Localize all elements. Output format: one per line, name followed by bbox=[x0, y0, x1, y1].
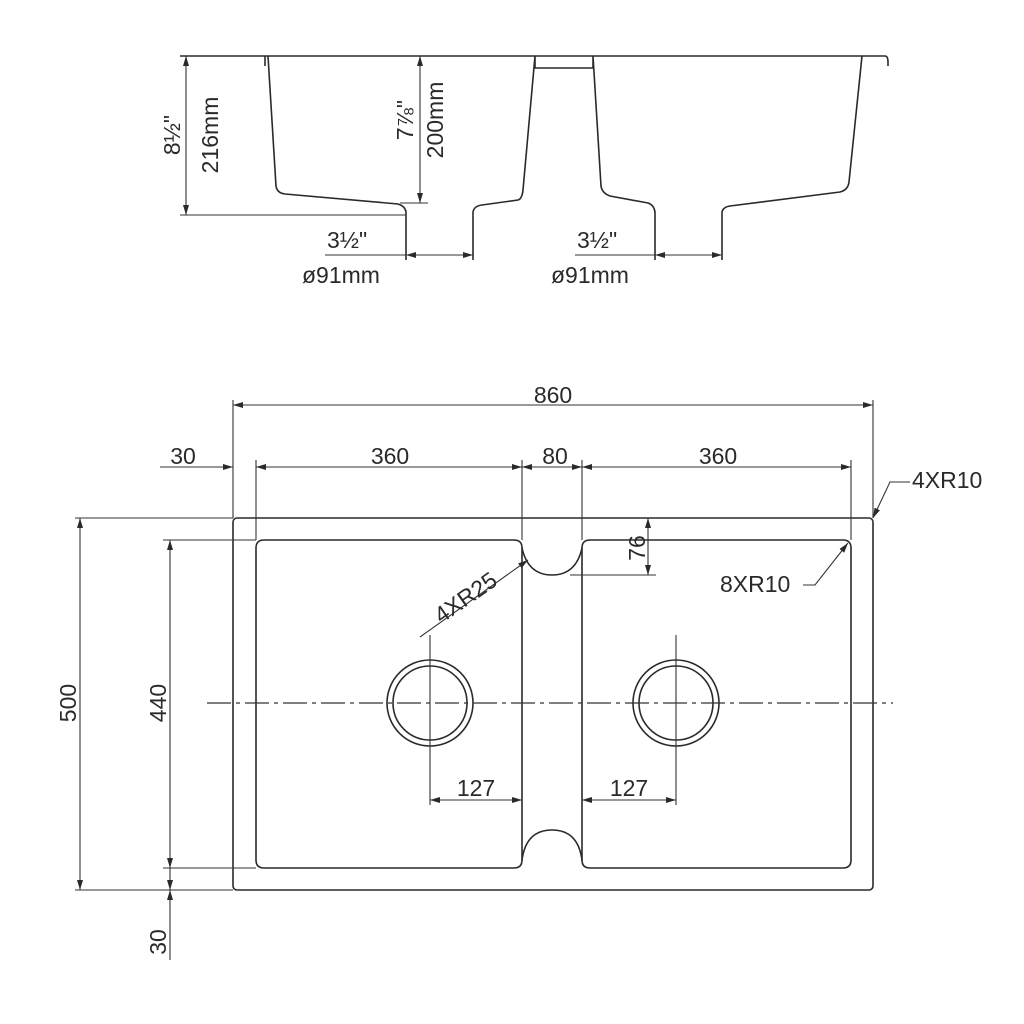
divider-notch-top bbox=[521, 547, 583, 576]
overall-width-label: 860 bbox=[534, 382, 572, 408]
bowl-depth-label: 440 bbox=[145, 684, 171, 722]
divider-notch-bottom bbox=[521, 829, 583, 861]
notch-depth-label: 76 bbox=[624, 535, 650, 561]
drain-left-in-label: 3½" bbox=[327, 227, 367, 253]
outer-radius-label: 4XR10 bbox=[912, 467, 982, 493]
depth-inner-in-label: 7⅞" bbox=[392, 100, 418, 140]
drain-offset-right-label: 127 bbox=[610, 775, 648, 801]
notch-radius-label: 4XR25 bbox=[429, 567, 502, 629]
drain-center-lines bbox=[429, 635, 677, 805]
side-view: 8½" 216mm 7⅞" 200mm 3½" ø91mm 3½" ø91mm bbox=[159, 55, 889, 288]
bowl-radius-label: 8XR10 bbox=[720, 571, 790, 597]
depth-inner-mm-label: 200mm bbox=[422, 82, 448, 159]
flange-bottom-label: 30 bbox=[145, 929, 171, 955]
bowl-left-width-label: 360 bbox=[371, 443, 409, 469]
leader-line bbox=[803, 542, 849, 586]
drain-left-mm-label: ø91mm bbox=[302, 262, 380, 288]
overall-depth-label: 500 bbox=[55, 684, 81, 722]
leader-line bbox=[419, 559, 529, 638]
bowl-left bbox=[255, 539, 523, 869]
extension-line bbox=[75, 517, 233, 891]
flange-left-label: 30 bbox=[170, 443, 196, 469]
sink-profile bbox=[180, 55, 889, 260]
depth-outer-in-label: 8½" bbox=[159, 115, 185, 155]
plan-view: 860 30 360 80 360 4XR10 76 8XR10 4XR25 1… bbox=[55, 382, 982, 960]
depth-outer-mm-label: 216mm bbox=[197, 97, 223, 174]
drain-offset-left-label: 127 bbox=[457, 775, 495, 801]
drain-right-in-label: 3½" bbox=[577, 227, 617, 253]
extension-line bbox=[163, 539, 256, 869]
bowl-right bbox=[581, 539, 852, 869]
drain-right-mm-label: ø91mm bbox=[551, 262, 629, 288]
bowl-right-width-label: 360 bbox=[699, 443, 737, 469]
sink-outline bbox=[232, 517, 874, 891]
leader-line bbox=[872, 481, 910, 519]
extension-line bbox=[232, 400, 874, 518]
divider-width-label: 80 bbox=[542, 443, 568, 469]
extension-line bbox=[255, 460, 852, 540]
